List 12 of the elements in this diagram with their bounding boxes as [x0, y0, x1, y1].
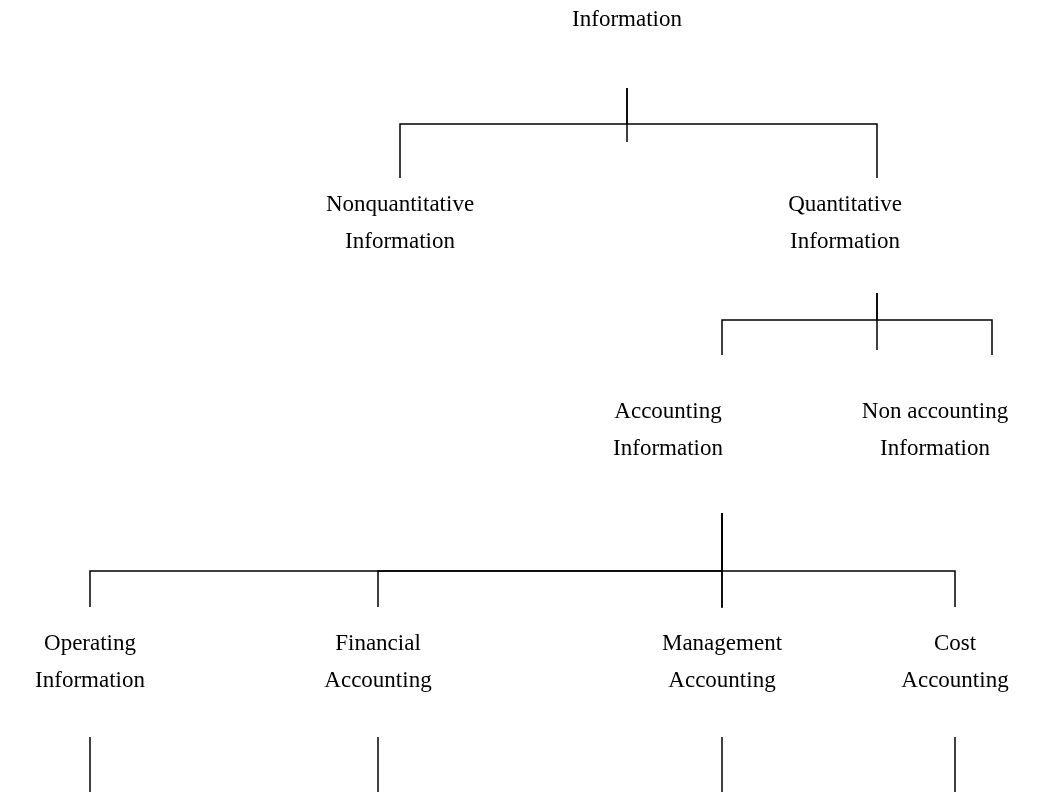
connector-line — [626, 87, 878, 179]
node-label: Accounting Information — [593, 392, 743, 466]
node-label: Financial Accounting — [293, 624, 463, 698]
node-label: Management Accounting — [632, 624, 812, 698]
node-label: Operating Information — [5, 624, 175, 698]
node-label: Quantitative Information — [765, 185, 925, 259]
connector-line — [876, 292, 993, 356]
connector-line — [721, 512, 956, 608]
node-label: Nonquantitative Information — [300, 185, 500, 259]
node-label: Cost Accounting — [895, 624, 1015, 698]
node-label: Information — [527, 0, 727, 37]
node-label: Non accounting Information — [840, 392, 1030, 466]
